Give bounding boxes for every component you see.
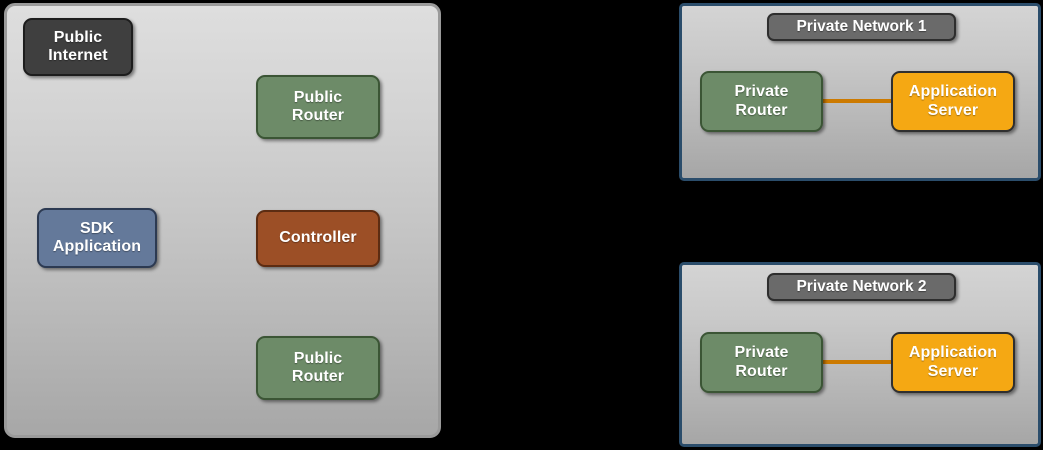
- node-application-server-1-label: Application Server: [909, 83, 997, 119]
- node-sdk-application-label-line1: SDK: [79, 219, 115, 237]
- node-application-server-2[interactable]: Application Server: [891, 332, 1015, 393]
- node-private-router-2-label-line2: Router: [735, 362, 788, 380]
- node-public-router-bottom-label-line2: Router: [291, 368, 345, 385]
- node-application-server-2-label: Application Server: [909, 344, 997, 380]
- node-controller-label: Controller: [279, 229, 357, 247]
- node-application-server-1[interactable]: Application Server: [891, 71, 1015, 132]
- private-network-1-title-label: Private Network 1: [796, 18, 927, 35]
- node-public-internet-label-line1: Public: [53, 28, 103, 46]
- node-public-router-top-label-line1: Public: [293, 88, 343, 106]
- node-public-internet[interactable]: Public Internet: [23, 18, 133, 76]
- node-public-router-bottom-label-line1: Public: [293, 349, 343, 367]
- node-private-router-1-label-line2: Router: [735, 101, 788, 119]
- node-public-internet-label-line2: Internet: [48, 47, 108, 64]
- link-private-router-1-to-app-server-1: [821, 99, 893, 103]
- node-application-server-1-label-line2: Server: [927, 101, 979, 119]
- node-public-router-bottom[interactable]: Public Router: [256, 336, 380, 400]
- node-sdk-application-label: SDK Application: [53, 220, 141, 256]
- node-application-server-2-label-line1: Application: [908, 344, 998, 362]
- node-application-server-1-label-line1: Application: [908, 83, 998, 101]
- node-private-router-1-label-line1: Private: [734, 83, 789, 101]
- node-sdk-application[interactable]: SDK Application: [37, 208, 157, 268]
- public-cloud-container: Public Internet Public Router SDK Applic…: [4, 3, 441, 438]
- node-public-router-top[interactable]: Public Router: [256, 75, 380, 139]
- node-public-router-bottom-label: Public Router: [292, 350, 344, 386]
- node-private-router-1[interactable]: Private Router: [700, 71, 823, 132]
- node-application-server-2-label-line2: Server: [927, 362, 979, 380]
- private-network-2-title-label: Private Network 2: [796, 278, 927, 295]
- node-public-router-top-label: Public Router: [292, 89, 344, 125]
- link-private-router-2-to-app-server-2: [821, 360, 893, 364]
- node-private-router-2-label-line1: Private: [734, 344, 789, 362]
- node-private-router-1-label: Private Router: [734, 83, 788, 119]
- private-network-2-title: Private Network 2: [767, 273, 956, 301]
- node-controller[interactable]: Controller: [256, 210, 380, 267]
- private-network-1-title: Private Network 1: [767, 13, 956, 41]
- node-public-router-top-label-line2: Router: [291, 107, 345, 124]
- node-private-router-2-label: Private Router: [734, 344, 788, 380]
- node-public-internet-label: Public Internet: [48, 29, 107, 65]
- node-private-router-2[interactable]: Private Router: [700, 332, 823, 393]
- node-sdk-application-label-line2: Application: [52, 238, 142, 255]
